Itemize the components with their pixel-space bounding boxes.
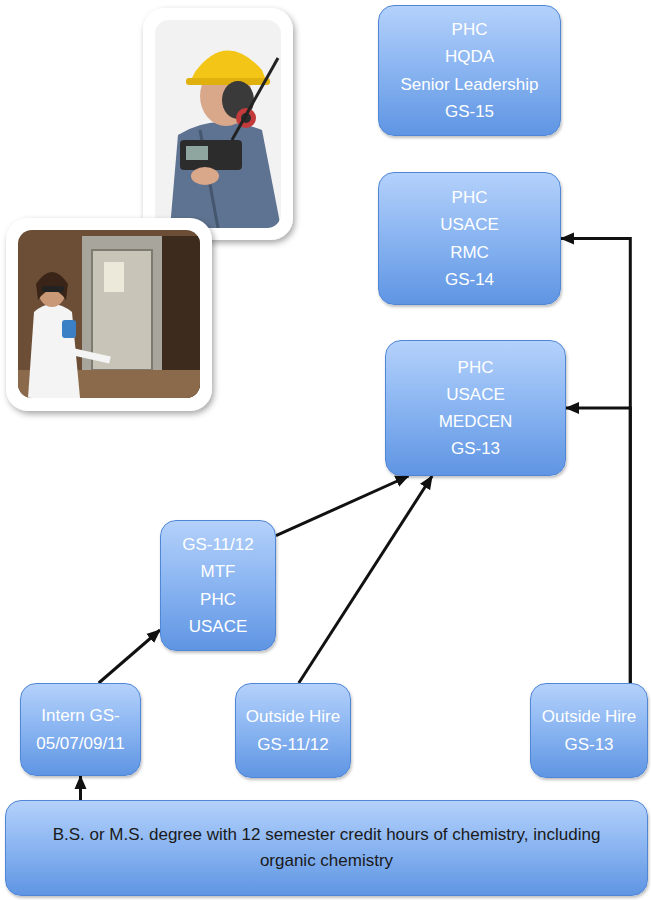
career-box: PHCUSACEMEDCENGS-13 (385, 340, 566, 476)
node-text: PHC (452, 16, 488, 43)
node-text: Outside Hire (246, 703, 340, 730)
node-text: PHC (452, 184, 488, 211)
node-text: GS-13 (451, 435, 500, 462)
lab-photo (6, 218, 212, 411)
node-text: B.S. or M.S. degree with 12 semester cre… (26, 822, 627, 875)
node-text: Intern GS-05/07/09/11 (29, 702, 132, 756)
worker-photo (143, 8, 293, 240)
career-box: PHCUSACERMCGS-14 (378, 172, 561, 305)
entry-box: Outside HireGS-13 (530, 683, 648, 778)
node-text: MEDCEN (439, 408, 513, 435)
node-text: PHC (200, 586, 236, 613)
arrow-connector (566, 408, 630, 683)
entry-box: Intern GS-05/07/09/11 (20, 683, 141, 776)
career-box: PHCHQDASenior LeadershipGS-15 (378, 5, 561, 136)
node-text: HQDA (445, 43, 494, 70)
node-text: GS-15 (445, 98, 494, 125)
arrow-connector (561, 239, 630, 684)
arrow-connector (79, 776, 82, 800)
node-text: Outside Hire (542, 703, 636, 730)
node-text: GS-11/12 (257, 731, 329, 758)
node-text: GS-13 (564, 731, 613, 758)
node-text: GS-11/12 (182, 531, 254, 558)
node-text: GS-14 (445, 266, 494, 293)
node-text: RMC (450, 239, 489, 266)
node-text: USACE (446, 381, 505, 408)
node-text: Senior Leadership (401, 71, 539, 98)
career-box: GS-11/12MTFPHCUSACE (160, 520, 276, 651)
node-text: USACE (440, 211, 499, 238)
requirement-band: B.S. or M.S. degree with 12 semester cre… (5, 800, 648, 896)
arrow-connector (99, 630, 160, 683)
arrow-connector (299, 476, 432, 683)
entry-box: Outside HireGS-11/12 (235, 683, 351, 778)
node-text: MTF (201, 558, 236, 585)
node-text: USACE (189, 613, 248, 640)
arrow-connector (276, 476, 409, 536)
node-text: PHC (458, 354, 494, 381)
